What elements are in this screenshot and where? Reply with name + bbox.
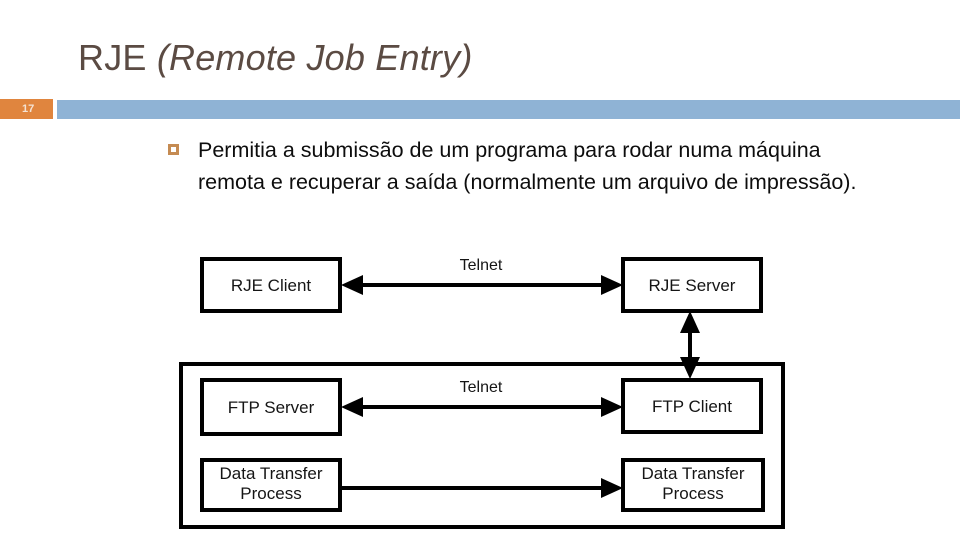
slide-number-label: 17 [22, 103, 35, 115]
telnet-top-label: Telnet [460, 257, 503, 274]
box-ftp-server [200, 378, 342, 436]
slide-number-chip [0, 99, 53, 119]
box-ftp-client-label: FTP Client [652, 397, 732, 416]
page-title: RJE (Remote Job Entry) [78, 36, 473, 80]
box-rje-server [621, 257, 763, 313]
telnet-top-arrowhead-right [601, 275, 623, 295]
bullet-text: Permitia a submissão de um programa para… [198, 138, 857, 194]
dtp-arrowhead-right [601, 478, 623, 498]
square-bullet-icon [168, 144, 179, 155]
telnet-bottom-arrowhead-right [601, 397, 623, 417]
box-data-transfer-process-left-label-line1: Data Transfer [220, 464, 323, 483]
header-accent-bar [57, 100, 960, 119]
telnet-top-arrowhead-left [341, 275, 363, 295]
box-rje-client-label: RJE Client [231, 276, 312, 295]
box-data-transfer-process-right-label-line1: Data Transfer [642, 464, 745, 483]
box-ftp-server-label: FTP Server [228, 398, 315, 417]
telnet-bottom-arrowhead-left [341, 397, 363, 417]
bullet-list-item: Permitia a submissão de um programa para… [168, 134, 868, 198]
title-subtitle-text: (Remote Job Entry) [156, 37, 473, 78]
box-data-transfer-process-left-label-line2: Process [240, 484, 301, 503]
rje-ftp-arrowhead-down [680, 357, 700, 379]
box-data-transfer-process-right [621, 458, 765, 512]
box-ftp-client [621, 378, 763, 434]
title-main-text: RJE [78, 37, 157, 78]
box-data-transfer-process-right-label-line2: Process [662, 484, 723, 503]
ftp-system-container [179, 362, 785, 529]
box-rje-server-label: RJE Server [649, 276, 736, 295]
rje-ftp-arrowhead-up [680, 311, 700, 333]
box-rje-client [200, 257, 342, 313]
box-data-transfer-process-left [200, 458, 342, 512]
body-content: Permitia a submissão de um programa para… [168, 134, 868, 198]
telnet-bottom-label: Telnet [460, 379, 503, 396]
